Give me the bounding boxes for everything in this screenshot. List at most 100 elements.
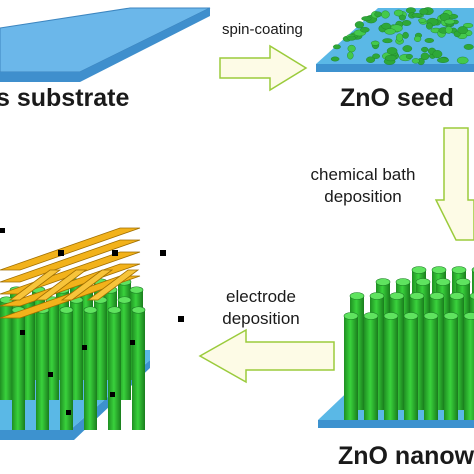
seed-particle (444, 19, 455, 25)
nanowire (384, 316, 398, 420)
seed-particle (437, 57, 450, 63)
spin-coating-arrow (219, 44, 308, 92)
electrode-cross-strip (86, 269, 140, 301)
nanowire-tip (59, 306, 74, 314)
nanowire-tip (435, 278, 451, 286)
electrode-deposition-line1: electrode (226, 287, 296, 306)
seed-particle (457, 26, 469, 34)
seed-particle (384, 54, 397, 62)
seed-particle (374, 11, 382, 18)
electrode-strip (0, 227, 141, 271)
seed-particle (347, 51, 354, 60)
electrode-strips (0, 227, 141, 415)
seed-particle (414, 35, 422, 42)
seed-particle (456, 56, 469, 65)
seed-particle (384, 28, 396, 35)
seed-particle (418, 18, 427, 23)
nanowire-tip (107, 306, 122, 314)
seed-particle (386, 47, 398, 55)
nanowire (364, 316, 378, 420)
nanowire-tip (431, 266, 447, 274)
nanowire-tip (131, 306, 146, 314)
nanowire-tip (117, 296, 132, 304)
scattered-dots (0, 228, 184, 322)
seed-particle (347, 44, 356, 53)
nanowire-tip (129, 286, 144, 294)
nanowire (344, 316, 358, 420)
electrode-cross-strip (60, 269, 114, 301)
nanowire (60, 310, 73, 430)
nanowire-tip (369, 292, 385, 300)
nanowire-tip (349, 292, 365, 300)
nanowire-tip (415, 278, 431, 286)
seed-particle (359, 27, 370, 33)
seed-particle (421, 46, 429, 53)
electrode-cross-strip (8, 269, 62, 301)
seed-particle (424, 38, 434, 43)
nanowire (36, 310, 49, 430)
chemical-bath-line1: chemical bath (310, 165, 416, 184)
nanowire (132, 310, 145, 430)
spin-coating-label: spin-coating (222, 21, 303, 38)
device-dot (66, 410, 71, 415)
nanowire-tip (83, 306, 98, 314)
nanowire (94, 300, 107, 400)
nanowire-tip (343, 312, 359, 320)
electrode-cross-strip (34, 269, 88, 301)
seed-particle (393, 9, 404, 17)
seed-particle (366, 56, 376, 63)
nanowire-tip (403, 312, 419, 320)
seed-particle (382, 38, 393, 44)
seed-particle (396, 33, 404, 42)
nanowire (12, 310, 25, 430)
nanowire (404, 316, 418, 420)
seed-particle (445, 26, 453, 34)
nanowire-tip (409, 292, 425, 300)
nanowire-tip (395, 278, 411, 286)
nanowire (424, 316, 438, 420)
nanowire-tip (449, 292, 465, 300)
seed-particle (401, 20, 412, 26)
device-nanowires (0, 278, 146, 430)
seed-particle (463, 23, 474, 29)
seed-particle (361, 16, 372, 21)
seed-particle (432, 50, 443, 59)
chemical-bath-arrow (434, 127, 474, 241)
device-dot (110, 392, 115, 397)
nanowire-tip (411, 266, 427, 274)
seed-particle (402, 45, 413, 52)
seed-particle (420, 52, 430, 60)
nanowire-tip (429, 292, 445, 300)
nanowire (444, 316, 458, 420)
nanowire-tip (383, 312, 399, 320)
nanowire-tip (389, 292, 405, 300)
seed-particle (398, 14, 406, 21)
seed-particle (425, 22, 433, 30)
seed-particle (381, 22, 392, 30)
electrode-deposition-label: electrode deposition (196, 286, 326, 330)
seed-particle (419, 8, 429, 15)
seed-particle (411, 13, 423, 18)
seed-particle (330, 56, 340, 62)
nanowire (22, 300, 35, 400)
electrode-strip (0, 239, 141, 283)
chemical-bath-label: chemical bath deposition (288, 164, 438, 208)
nanowire-tip (443, 312, 459, 320)
seed-particle (381, 10, 390, 19)
zno-nanowire-array (318, 266, 474, 428)
chemical-bath-line2: deposition (324, 187, 402, 207)
device-dot (130, 340, 135, 345)
seed-particle (463, 44, 474, 50)
nanowires (343, 266, 474, 420)
electrode-deposition-line2: deposition (222, 309, 300, 329)
nanowire-tip (469, 292, 474, 300)
electrode-deposition-arrow (198, 328, 335, 384)
zno-nanowire-label: ZnO nanowir (338, 442, 474, 470)
nanowire-tip (451, 266, 467, 274)
nanowire (464, 316, 474, 420)
nanowire-tip (423, 312, 439, 320)
seed-particle (332, 44, 341, 50)
nanowire-tip (455, 278, 471, 286)
